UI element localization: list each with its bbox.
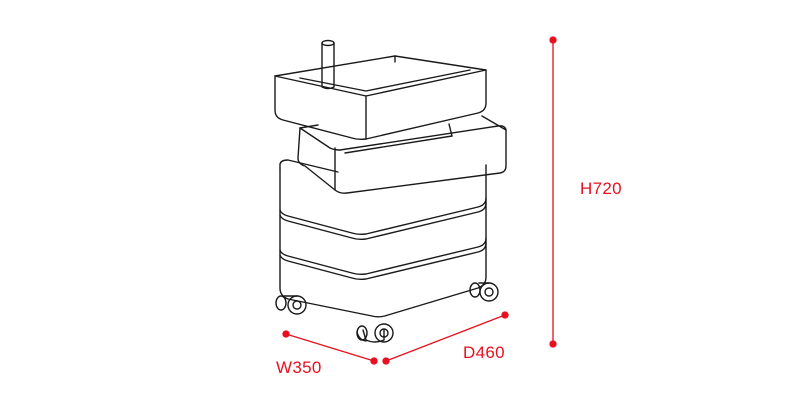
drawer-2-open — [297, 115, 507, 194]
caster-front — [356, 323, 394, 343]
drawer-4 — [279, 237, 487, 281]
width-label: W350 — [276, 358, 322, 377]
depth-dimension-line — [382, 311, 509, 365]
width-dimension-line — [282, 330, 378, 365]
height-label: H720 — [580, 179, 622, 198]
handle-post — [321, 39, 335, 90]
drawer-3 — [279, 159, 487, 241]
drawer-1-open — [274, 55, 487, 141]
caster-left — [275, 295, 307, 315]
height-dimension-line — [549, 36, 557, 348]
depth-label: D460 — [463, 343, 505, 362]
caster-right — [469, 282, 499, 302]
